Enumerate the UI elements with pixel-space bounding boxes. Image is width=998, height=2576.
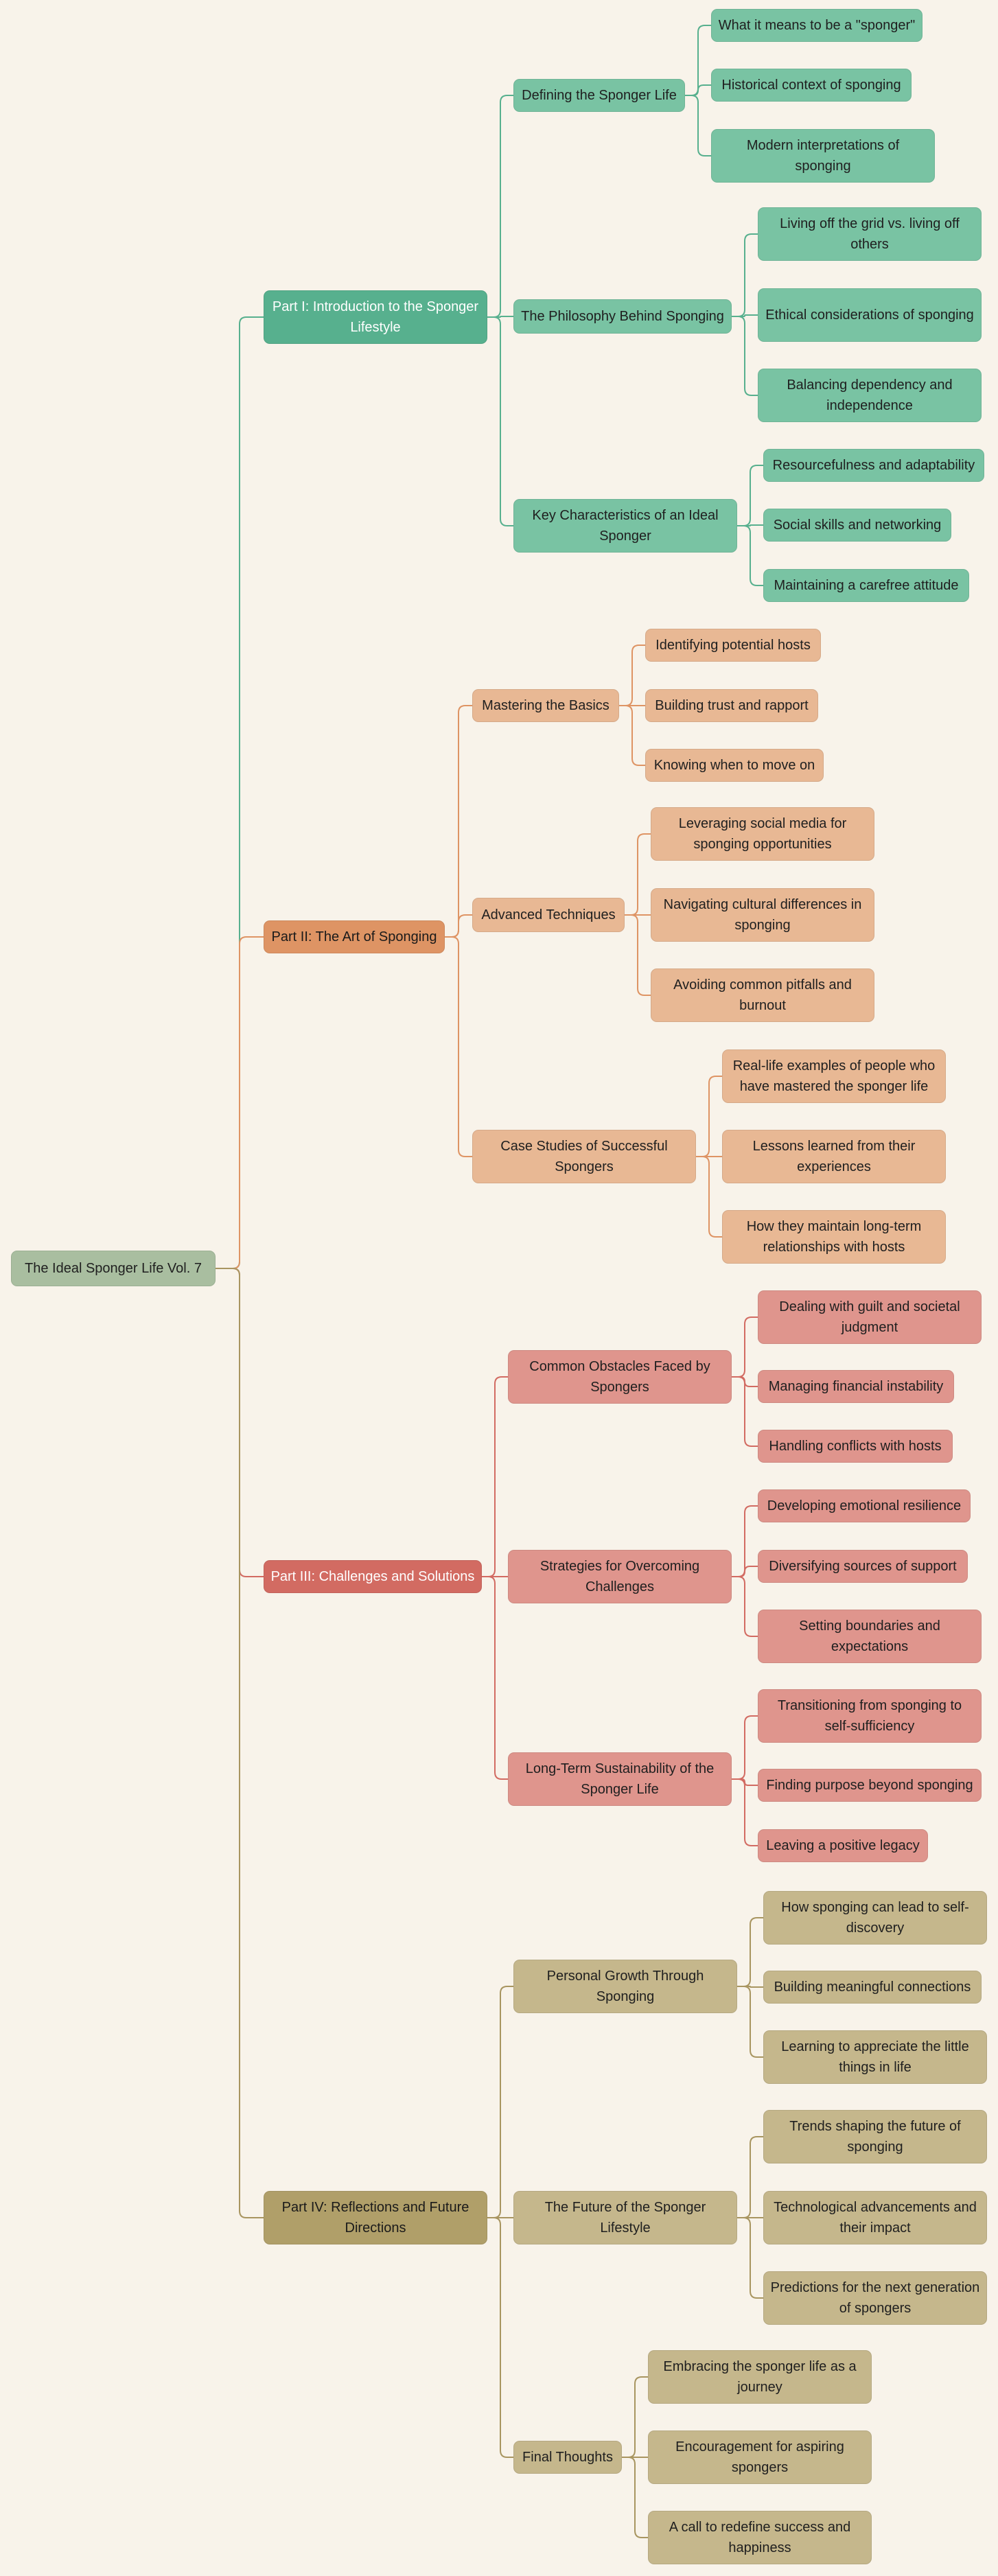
part-4-section-1-item-1: How sponging can lead to self-discovery bbox=[763, 1891, 987, 1945]
part-2-section-2-item-3: Avoiding common pitfalls and burnout bbox=[651, 968, 874, 1022]
part-3-section-2-item-3: Setting boundaries and expectations bbox=[758, 1610, 982, 1663]
link-part-4-section-3-item-3 bbox=[622, 2457, 648, 2538]
part-2-section-2-item-2: Navigating cultural differences in spong… bbox=[651, 888, 874, 942]
part-3-node: Part III: Challenges and Solutions bbox=[264, 1560, 482, 1593]
part-1-section-3: Key Characteristics of an Ideal Sponger bbox=[513, 499, 737, 553]
part-4-section-1: Personal Growth Through Sponging bbox=[513, 1960, 737, 2013]
link-part-1-section-2-item-3 bbox=[732, 316, 758, 396]
part-3-section-1-item-3: Handling conflicts with hosts bbox=[758, 1430, 953, 1463]
part-2-section-3: Case Studies of Successful Spongers bbox=[472, 1130, 696, 1183]
part-3-section-2-item-2: Diversifying sources of support bbox=[758, 1550, 968, 1583]
part-4-section-1-item-2: Building meaningful connections bbox=[763, 1971, 982, 2004]
link-part-2-section-1-item-1 bbox=[619, 645, 645, 706]
link-part-4-section-2-item-1 bbox=[737, 2136, 763, 2218]
link-part-1-section-3-item-1 bbox=[737, 465, 763, 526]
link-part-1-section-3 bbox=[487, 316, 513, 526]
link-part-3-section-2-item-3 bbox=[732, 1576, 758, 1637]
link-part-4-section-1-item-1 bbox=[737, 1917, 763, 1987]
part-1-section-3-item-3: Maintaining a carefree attitude bbox=[763, 569, 969, 602]
link-part-2-section-1-item-3 bbox=[619, 705, 645, 766]
link-part-3-section-3-item-3 bbox=[732, 1778, 758, 1846]
link-part-2-section-2-item-3 bbox=[625, 914, 651, 996]
link-part-2-section-3-item-1 bbox=[696, 1076, 722, 1157]
part-2-section-1-item-3: Knowing when to move on bbox=[645, 749, 824, 782]
part-2-node: Part II: The Art of Sponging bbox=[264, 920, 445, 953]
link-part-1-section-2-item-2 bbox=[732, 314, 758, 317]
link-part-3-section-1 bbox=[482, 1376, 508, 1577]
link-part-1-section-1 bbox=[487, 95, 513, 318]
part-2-section-3-item-1: Real-life examples of people who have ma… bbox=[722, 1049, 946, 1103]
part-1-section-3-item-1: Resourcefulness and adaptability bbox=[763, 449, 984, 482]
part-4-section-2: The Future of the Sponger Lifestyle bbox=[513, 2191, 737, 2244]
part-1-section-1-item-2: Historical context of sponging bbox=[711, 69, 912, 102]
part-1-section-1-item-1: What it means to be a "sponger" bbox=[711, 9, 922, 42]
part-4-section-3-item-2: Encouragement for aspiring spongers bbox=[648, 2430, 872, 2484]
part-3-section-1-item-2: Managing financial instability bbox=[758, 1370, 954, 1403]
part-2-section-1: Mastering the Basics bbox=[472, 689, 619, 722]
link-part-4-section-1-item-2 bbox=[737, 1986, 763, 1988]
part-2-section-3-item-3: How they maintain long-term relationship… bbox=[722, 1210, 946, 1264]
link-part-2-section-3-item-3 bbox=[696, 1156, 722, 1238]
part-4-section-2-item-2: Technological advancements and their imp… bbox=[763, 2191, 987, 2244]
link-part-4-section-3-item-1 bbox=[622, 2376, 648, 2458]
part-1-section-1: Defining the Sponger Life bbox=[513, 79, 685, 112]
link-part-4-section-1-item-3 bbox=[737, 1986, 763, 2058]
part-3-section-2-item-1: Developing emotional resilience bbox=[758, 1489, 971, 1522]
link-part-4-section-2-item-3 bbox=[737, 2217, 763, 2299]
part-1-section-2-item-1: Living off the grid vs. living off other… bbox=[758, 207, 982, 261]
link-part-1-section-3-item-2 bbox=[737, 524, 763, 526]
link-part-3-section-3 bbox=[482, 1576, 508, 1780]
part-4-section-3: Final Thoughts bbox=[513, 2441, 622, 2474]
link-root-part-4 bbox=[216, 1268, 264, 2218]
link-part-1-section-2-item-1 bbox=[732, 233, 758, 317]
link-part-2-section-3 bbox=[445, 936, 472, 1157]
part-1-section-2: The Philosophy Behind Sponging bbox=[513, 299, 732, 334]
link-part-3-section-1-item-1 bbox=[732, 1316, 758, 1378]
part-1-section-1-item-3: Modern interpretations of sponging bbox=[711, 129, 935, 183]
link-part-2-section-1 bbox=[445, 705, 472, 938]
part-1-section-3-item-2: Social skills and networking bbox=[763, 509, 951, 542]
link-part-1-section-1-item-3 bbox=[685, 95, 711, 156]
part-2-section-1-item-2: Building trust and rapport bbox=[645, 689, 818, 722]
part-3-section-2: Strategies for Overcoming Challenges bbox=[508, 1550, 732, 1603]
part-3-section-3-item-3: Leaving a positive legacy bbox=[758, 1829, 928, 1862]
part-3-section-3-item-1: Transitioning from sponging to self-suff… bbox=[758, 1689, 982, 1743]
link-root-part-2 bbox=[216, 936, 264, 1269]
link-part-3-section-1-item-3 bbox=[732, 1376, 758, 1447]
part-4-section-1-item-3: Learning to appreciate the little things… bbox=[763, 2030, 987, 2084]
link-part-4-section-1 bbox=[487, 1986, 513, 2218]
part-1-section-2-item-2: Ethical considerations of sponging bbox=[758, 288, 982, 342]
link-part-1-section-3-item-3 bbox=[737, 525, 763, 586]
link-part-3-section-3-item-1 bbox=[732, 1715, 758, 1780]
part-1-section-2-item-3: Balancing dependency and independence bbox=[758, 369, 982, 422]
part-3-section-3: Long-Term Sustainability of the Sponger … bbox=[508, 1752, 732, 1806]
part-4-section-2-item-3: Predictions for the next generation of s… bbox=[763, 2271, 987, 2325]
part-3-section-1: Common Obstacles Faced by Spongers bbox=[508, 1350, 732, 1404]
part-2-section-1-item-1: Identifying potential hosts bbox=[645, 629, 821, 662]
part-4-section-3-item-1: Embracing the sponger life as a journey bbox=[648, 2350, 872, 2404]
part-3-section-3-item-2: Finding purpose beyond sponging bbox=[758, 1769, 982, 1802]
part-2-section-2: Advanced Techniques bbox=[472, 898, 625, 932]
part-2-section-2-item-1: Leveraging social media for sponging opp… bbox=[651, 807, 874, 861]
part-3-section-1-item-1: Dealing with guilt and societal judgment bbox=[758, 1290, 982, 1344]
root-node: The Ideal Sponger Life Vol. 7 bbox=[11, 1251, 216, 1286]
link-part-1-section-1-item-2 bbox=[685, 84, 711, 96]
part-1-node: Part I: Introduction to the Sponger Life… bbox=[264, 290, 487, 344]
part-2-section-3-item-2: Lessons learned from their experiences bbox=[722, 1130, 946, 1183]
part-4-section-3-item-3: A call to redefine success and happiness bbox=[648, 2511, 872, 2564]
part-4-section-2-item-1: Trends shaping the future of sponging bbox=[763, 2110, 987, 2163]
link-part-3-section-2-item-2 bbox=[732, 1566, 758, 1577]
link-part-2-section-2-item-1 bbox=[625, 833, 651, 916]
link-part-4-section-3 bbox=[487, 2217, 513, 2458]
part-4-node: Part IV: Reflections and Future Directio… bbox=[264, 2191, 487, 2244]
link-part-2-section-2 bbox=[445, 914, 472, 938]
link-part-1-section-2 bbox=[487, 316, 513, 318]
